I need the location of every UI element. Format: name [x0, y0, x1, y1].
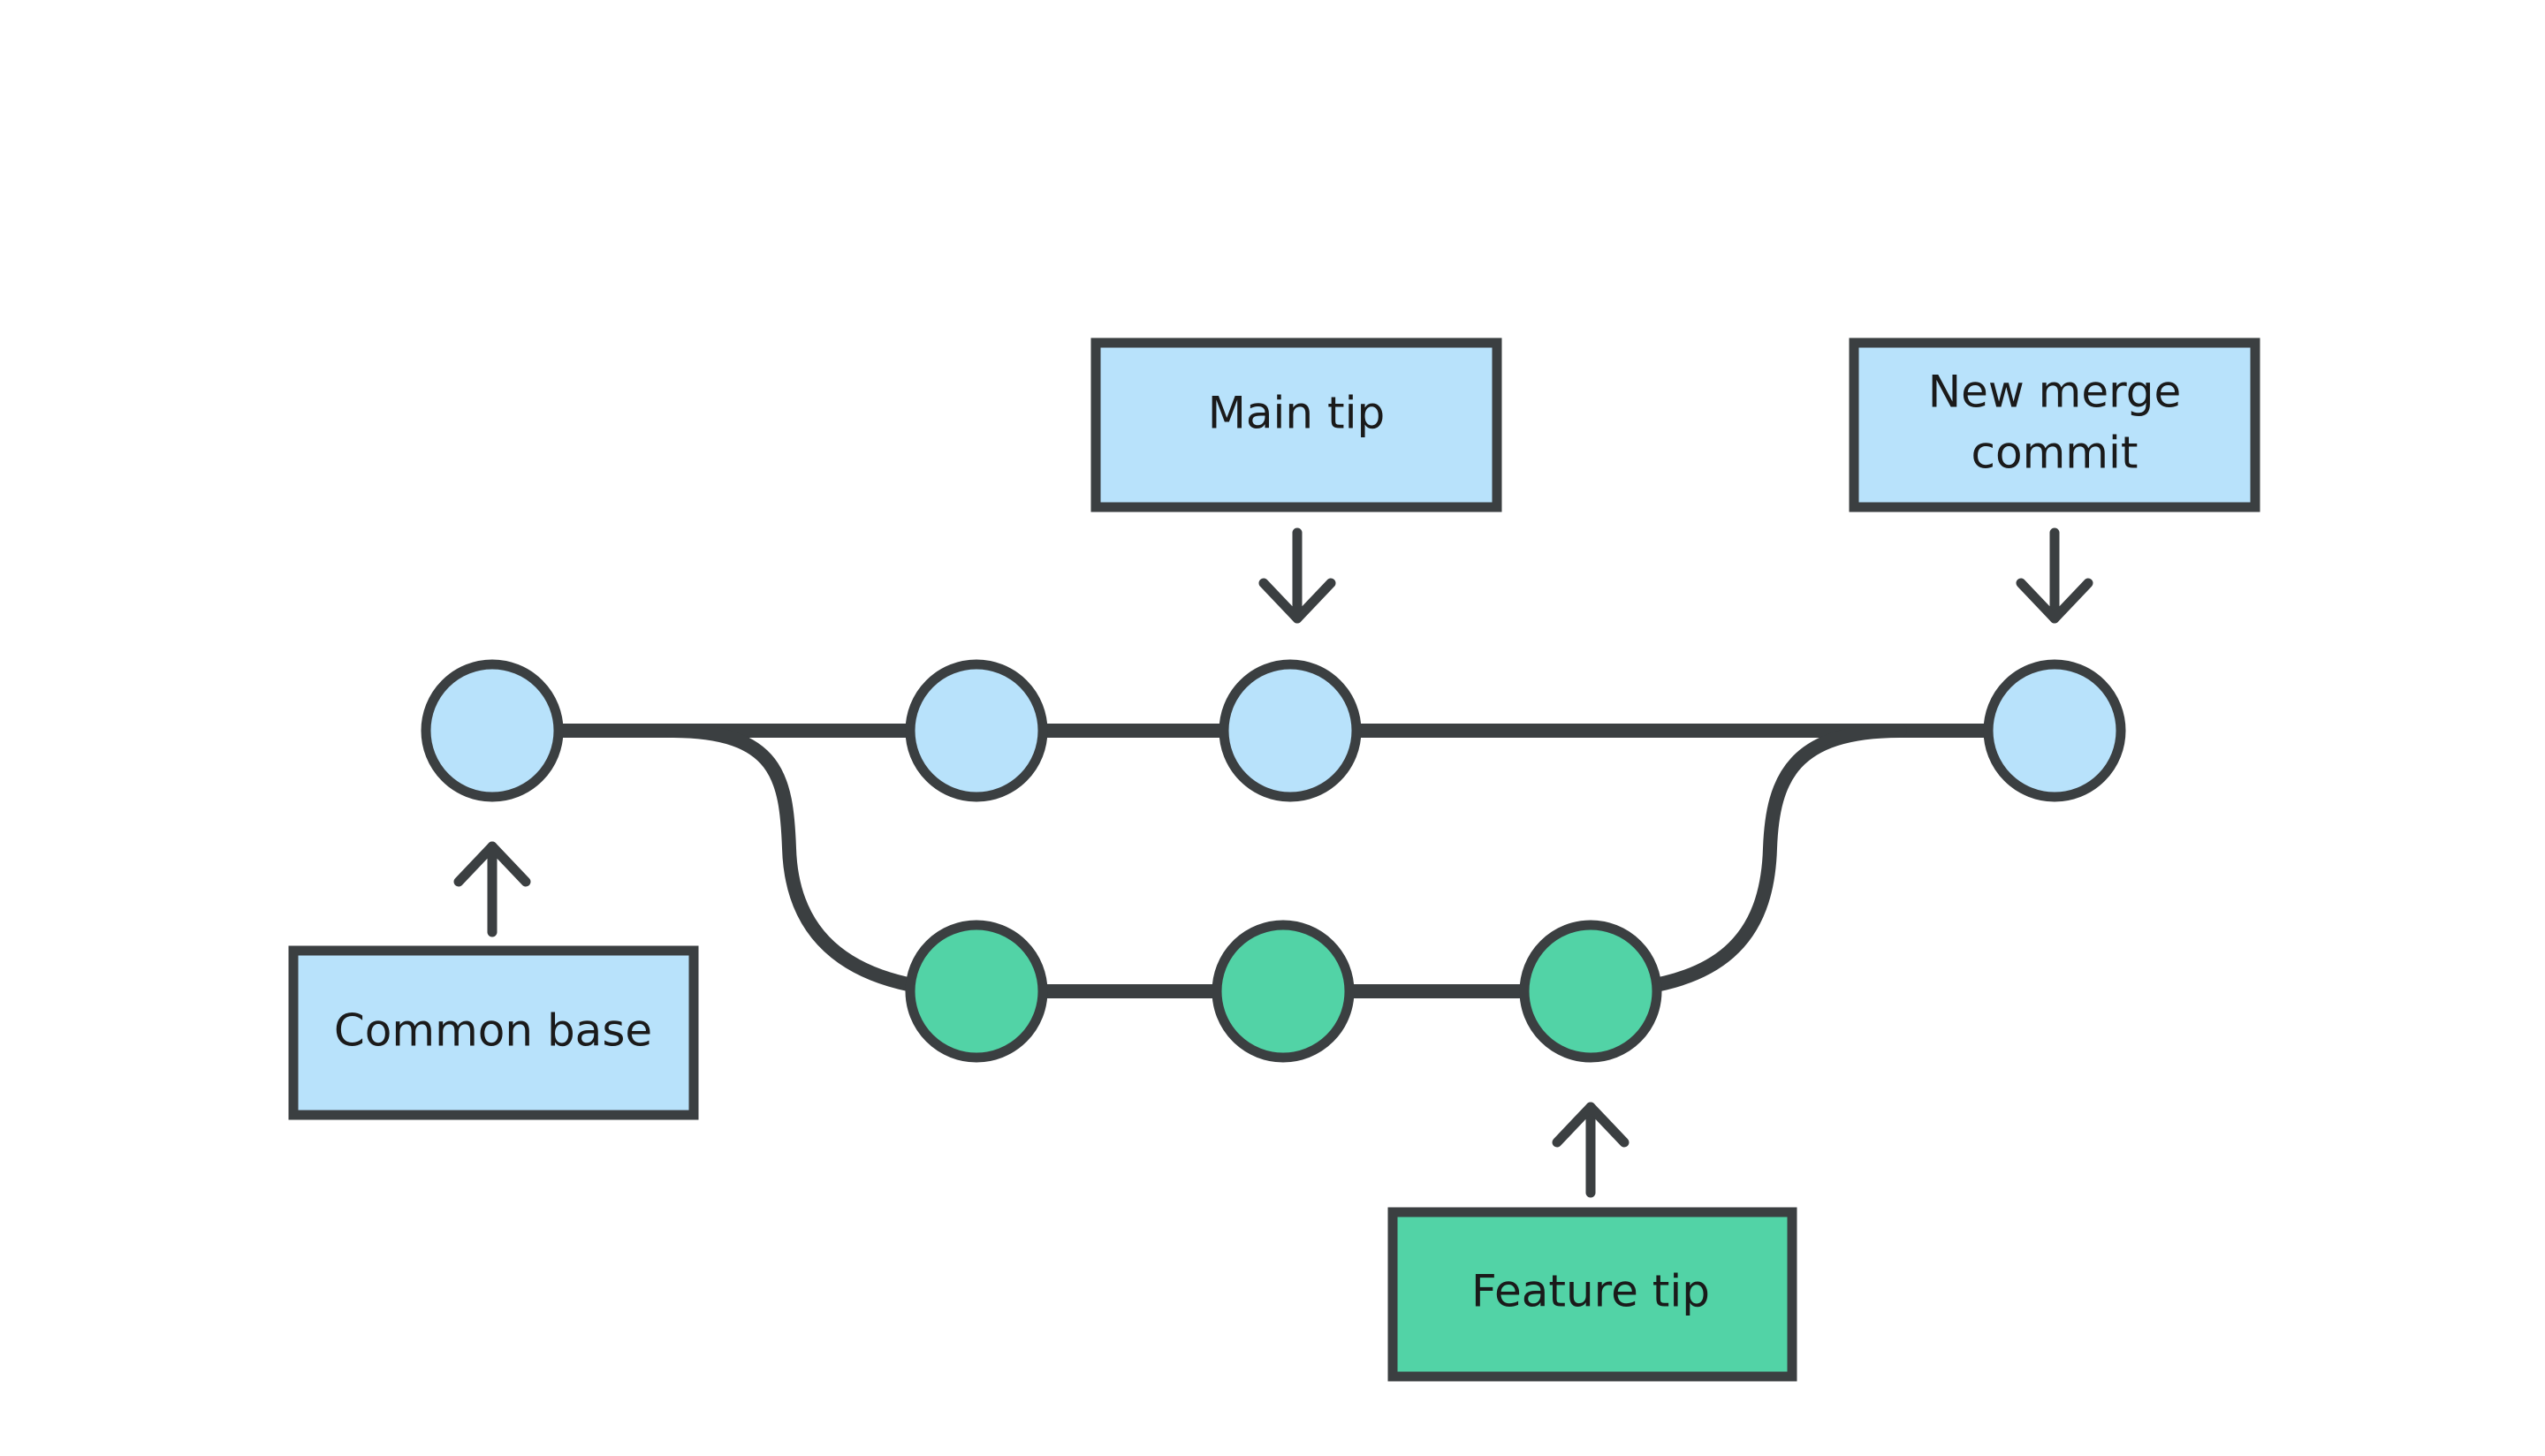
label-new-merge-commit-box — [1849, 337, 2260, 512]
label-feature-tip-text: Feature tip — [1471, 1266, 1710, 1317]
label-main-tip: Main tip — [1090, 337, 1502, 512]
arrow-up-feature-tip-icon — [1552, 1102, 1630, 1198]
label-common-base-box — [288, 945, 699, 1120]
commit-feature-1 — [905, 920, 1048, 1063]
label-new-merge-commit: New merge commit — [1849, 337, 2260, 512]
label-feature-tip-box — [1387, 1207, 1797, 1382]
arrows — [453, 527, 2093, 1198]
commit-main-tip — [1219, 659, 1362, 802]
main-commits — [421, 659, 2126, 802]
label-main-tip-box — [1090, 337, 1502, 512]
arrow-down-main-tip-icon — [1258, 527, 1336, 624]
commit-common-base — [421, 659, 564, 802]
label-feature-tip: Feature tip — [1387, 1207, 1797, 1382]
label-new-merge-commit-text-line1: New merge — [1928, 367, 2182, 418]
commit-feature-2 — [1212, 920, 1355, 1063]
label-main-tip-text: Main tip — [1208, 388, 1386, 439]
label-common-base: Common base — [288, 945, 699, 1120]
arrow-down-merge-icon — [2016, 527, 2093, 624]
feature-branch-in-curve — [1584, 724, 1907, 998]
feature-branch-out-curve — [665, 724, 984, 998]
commit-merge — [1983, 659, 2126, 802]
arrow-up-common-base-icon — [453, 841, 531, 937]
feature-commits — [905, 920, 1662, 1063]
commit-feature-tip — [1519, 920, 1662, 1063]
label-common-base-text: Common base — [334, 1005, 652, 1057]
label-new-merge-commit-text-line2: commit — [1971, 428, 2139, 479]
commit-main-2 — [905, 659, 1048, 802]
